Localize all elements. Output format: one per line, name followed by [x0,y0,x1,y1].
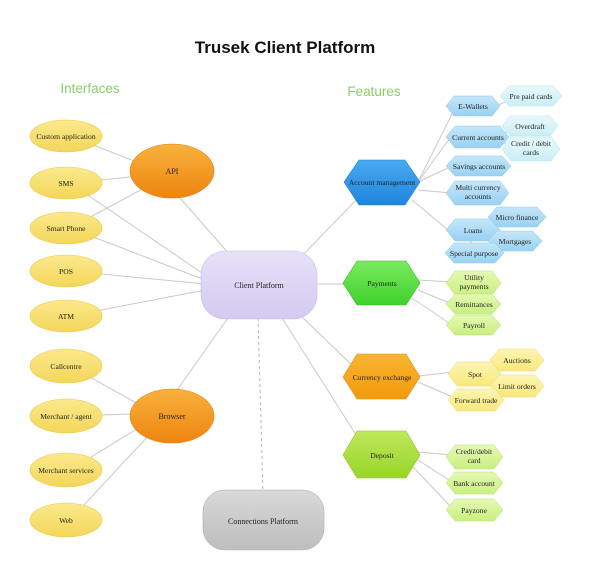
feature-account-management: Account management [343,159,421,206]
svg-text:Currency exchange: Currency exchange [353,373,412,382]
svg-text:Web: Web [59,516,73,525]
svg-text:Current accounts: Current accounts [452,133,504,142]
svg-text:Payroll: Payroll [463,321,485,330]
leaf-remittances: Remittances [445,293,502,315]
svg-text:API: API [166,167,179,176]
hub-browser: Browser [129,388,215,444]
svg-text:Connections Platform: Connections Platform [228,517,299,526]
svg-text:Spot: Spot [468,370,483,379]
leaf-payroll: Payroll [445,314,502,336]
feature-deposit: Deposit [342,430,421,479]
svg-text:Callcentre: Callcentre [50,362,82,371]
svg-text:Loans: Loans [464,226,483,235]
svg-text:Merchant services: Merchant services [38,466,93,475]
svg-text:Smart Phone: Smart Phone [46,224,86,233]
interface-node-atm: ATM [29,299,103,333]
svg-text:Special purpose: Special purpose [450,249,499,258]
leaf-auctions: Auctions [489,348,545,372]
feature-currency-exchange: Currency exchange [342,353,421,400]
svg-text:Custom application: Custom application [36,132,95,141]
svg-text:Micro finance: Micro finance [496,213,539,222]
leaf-overdraft: Overdraft [501,115,559,137]
svg-text:Limit orders: Limit orders [498,382,536,391]
leaf-savings-accounts: Savings accounts [445,155,512,177]
svg-text:Auctions: Auctions [503,356,530,365]
interface-node-sms: SMS [29,166,103,200]
interfaces-heading: Interfaces [60,81,120,96]
leaf-e-wallets: E-Wallets [445,95,501,117]
svg-text:Bank account: Bank account [453,479,495,488]
svg-text:ATM: ATM [58,312,74,321]
leaf-pre-paid-cards: Pre paid cards [499,85,563,107]
interface-node-pos: POS [29,254,103,288]
leaf-micro-finance: Micro finance [487,206,547,228]
svg-text:SMS: SMS [58,179,73,188]
svg-text:Payments: Payments [367,279,397,288]
interface-node-merchant-agent: Merchant / agent [29,398,103,434]
connections-platform-node: Connections Platform [202,489,325,551]
interface-node-smart-phone: Smart Phone [29,211,103,245]
client-platform-node: Client Platform [200,250,318,320]
hub-api: API [129,143,215,199]
interface-node-callcentre: Callcentre [29,348,103,384]
svg-text:POS: POS [59,267,73,276]
svg-text:Savings accounts: Savings accounts [453,162,506,171]
svg-text:Browser: Browser [158,412,185,421]
feature-payments: Payments [342,260,421,306]
interface-node-web: Web [29,502,103,538]
svg-text:Remittances: Remittances [455,300,493,309]
svg-text:Deposit: Deposit [370,451,395,460]
svg-text:Client Platform: Client Platform [234,281,284,290]
leaf-loans: Loans [445,218,501,242]
svg-text:E-Wallets: E-Wallets [458,102,488,111]
svg-text:Pre paid cards: Pre paid cards [509,92,552,101]
leaf-bank-account: Bank account [445,471,504,495]
interface-node-custom-application: Custom application [29,119,103,153]
interface-node-merchant-services: Merchant services [29,452,103,488]
svg-text:Mortgages: Mortgages [499,237,532,246]
svg-text:Merchant / agent: Merchant / agent [40,412,92,421]
svg-text:Overdraft: Overdraft [515,122,545,131]
leaf-forward-trade: Forward trade [447,388,505,412]
leaf-current-accounts: Current accounts [445,125,510,149]
diagram-title: Trusek Client Platform [195,38,375,57]
leaf-payzone: Payzone [445,498,504,522]
features-heading: Features [347,84,401,99]
svg-text:Forward trade: Forward trade [455,396,498,405]
svg-text:Payzone: Payzone [461,506,487,515]
svg-text:Account management: Account management [349,178,416,187]
leaf-special-purpose: Special purpose [444,242,505,264]
leaf-spot: Spot [447,361,502,387]
